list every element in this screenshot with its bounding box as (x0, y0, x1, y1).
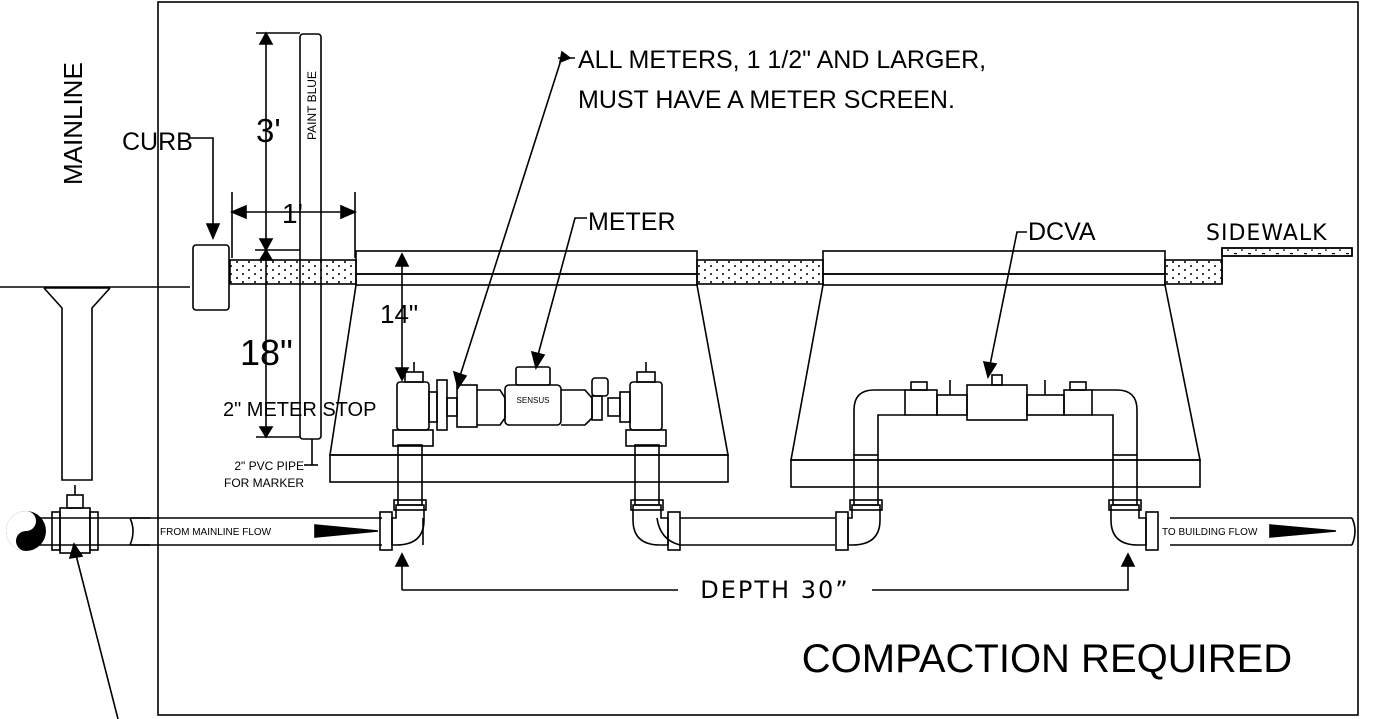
grade-strip-1 (229, 259, 357, 285)
dcva-vault-lid (822, 250, 1166, 275)
meter-screen (456, 384, 478, 428)
grade-strip-2 (696, 259, 824, 285)
drawing-frame (157, 1, 1359, 716)
mainline-label: MAINLINE (58, 62, 88, 185)
dcva-label: DCVA (1028, 218, 1096, 246)
to-building-label: TO BUILDING FLOW (1162, 527, 1258, 538)
meter-body (504, 384, 562, 426)
elbow-2 (632, 504, 669, 546)
meter-stop-valve-right (629, 381, 663, 431)
pvc-pipe-label-line1: 2" PVC PIPE (234, 459, 304, 473)
curb-box (192, 244, 230, 311)
compaction-label: COMPACTION REQUIRED (802, 637, 1292, 681)
dcva-vault-base (790, 459, 1201, 488)
screen-note-line2: MUST HAVE A METER SCREEN. (578, 86, 955, 114)
meter-stop-label: 2" METER STOP (223, 399, 376, 421)
depth-label: DEPTH 30” (700, 576, 849, 604)
sensus-label: SENSUS (517, 396, 550, 405)
dim-18in-label: 18" (240, 332, 293, 373)
elbow-1 (391, 504, 425, 546)
meter-vault-base (329, 454, 729, 483)
sidewalk-strip (1221, 247, 1353, 257)
dim-14in-label: 14" (380, 299, 418, 329)
elbow-4 (1110, 504, 1147, 546)
screen-note-line1: ALL METERS, 1 1/2" AND LARGER, (578, 46, 986, 74)
from-mainline-label: FROM MAINLINE FLOW (160, 527, 272, 538)
dim-1ft-label: 1' (282, 198, 303, 229)
meter-label: METER (588, 208, 676, 236)
meter-vault-lid (355, 250, 698, 275)
meter-stop-valve-left (396, 381, 430, 431)
dcva-body (966, 384, 1028, 421)
paint-blue-label: PAINT BLUE (305, 71, 319, 140)
pvc-pipe-label-line2: FOR MARKER (224, 476, 304, 490)
elbow-3 (847, 504, 881, 546)
sidewalk-label: SIDEWALK (1206, 221, 1328, 246)
curb-label: CURB (122, 128, 193, 156)
pvc-marker-pipe (299, 33, 322, 440)
grade-strip-3 (1164, 259, 1223, 285)
dim-3ft-label: 3' (256, 112, 281, 149)
